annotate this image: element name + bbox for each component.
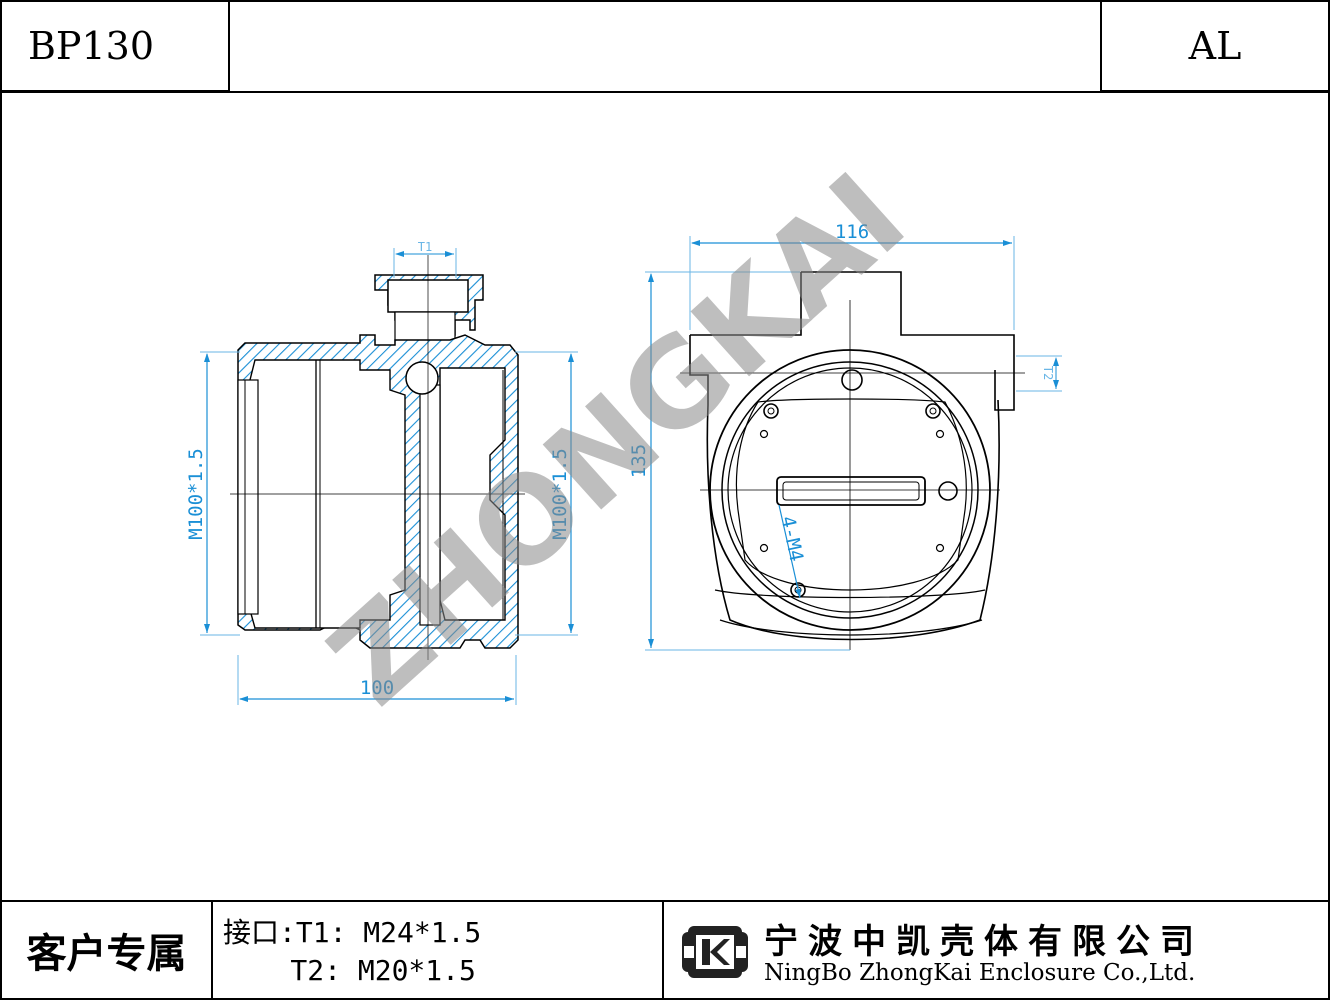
port-spec-line-1: 接口:T1: M24*1.5 (223, 916, 482, 949)
dim-front-holes: 4-M4 (776, 514, 807, 563)
dim-front-width: 116 (835, 221, 869, 243)
dim-front-side-port: T2 (1041, 366, 1055, 380)
model-label: BP130 (0, 0, 230, 92)
side-section-view (200, 248, 578, 705)
dim-side-width: 100 (360, 677, 394, 699)
dim-side-right-thread: M100*1.5 (549, 448, 571, 540)
material-label: AL (1100, 0, 1330, 92)
owner-label: 客户专属 (0, 900, 213, 1000)
dim-side-left-thread: M100*1.5 (185, 448, 207, 540)
port-spec: 接口:T1: M24*1.5 T2: M20*1.5 (211, 900, 664, 1000)
dim-front-height: 135 (628, 444, 650, 478)
port-spec-line-2: T2: M20*1.5 (223, 954, 476, 987)
company-logo-icon (682, 926, 748, 978)
dim-side-top-port: T1 (418, 240, 432, 254)
company-name-en: NingBo ZhongKai Enclosure Co.,Ltd. (764, 960, 1196, 986)
company-block: 宁波中凯壳体有限公司 NingBo ZhongKai Enclosure Co.… (662, 900, 1330, 1000)
company-name-cn: 宁波中凯壳体有限公司 (764, 922, 1204, 962)
